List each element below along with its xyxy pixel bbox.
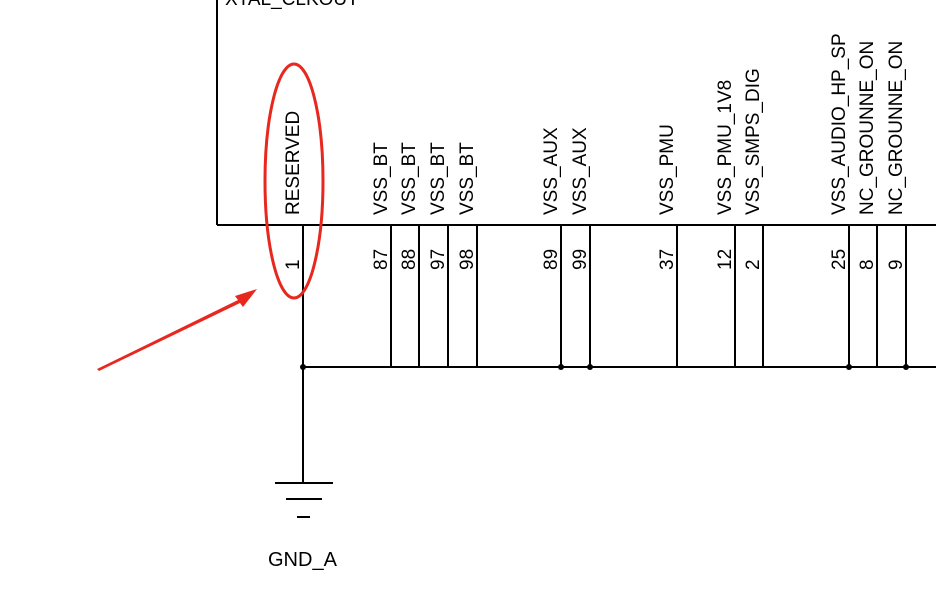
pin-name-label: RESERVED [283,111,304,215]
pin-number-label: 2 [743,259,764,270]
arrow-icon [97,289,257,371]
ground-icon [275,482,333,518]
pin-number-label: 9 [886,259,907,270]
pin-name-label: VSS_SMPS_DIG [743,68,764,215]
highlight-ellipse [263,62,325,300]
pin-name-label: NC_GROUNNE_ON [886,41,907,215]
pin-name-label: VSS_PMU [657,124,678,215]
pin-number-label: 97 [428,249,449,270]
pin-number-label: 98 [457,249,478,270]
pin-group: RESERVED 1 VSS_BT 87 VSS_BT 88 VSS_BT 97 VSS_BT 9… [283,33,909,370]
pin-name-label: VSS_AUX [570,127,591,215]
pin-name-label: VSS_BT [428,142,449,215]
pin-name-label: VSS_PMU_1V8 [715,80,736,215]
pin-name-label: VSS_BT [371,142,392,215]
pin-number-label: 8 [857,259,878,270]
pin-name-label: VSS_BT [457,142,478,215]
pin-number-label: 1 [283,259,304,270]
pin-number-label: 88 [399,249,420,270]
pin-number-label: 37 [657,249,678,270]
pin-number-label: 12 [715,249,736,270]
pin-name-label: VSS_AUDIO_HP_SP [829,33,850,215]
ground-net-label: GND_A [268,549,338,571]
pin-name-label: VSS_BT [399,142,420,215]
pin-number-label: 89 [541,249,562,270]
top-signal-label: XTAL_CLKOUT [225,0,359,10]
pin-name-label: VSS_AUX [541,127,562,215]
pin-name-label: NC_GROUNNE_ON [857,41,878,215]
pin-number-label: 99 [570,249,591,270]
pin-number-label: 25 [829,249,850,270]
pin-number-label: 87 [371,249,392,270]
